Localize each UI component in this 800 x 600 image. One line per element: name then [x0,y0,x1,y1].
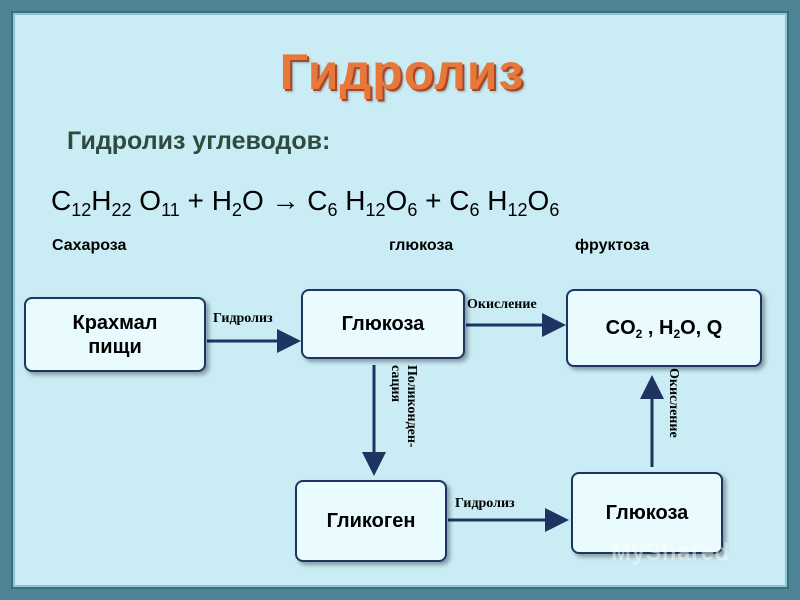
label-oxidation-top: Окисление [467,297,537,312]
starch-line2: пищи [88,335,142,358]
eq-sub: 6 [327,200,338,220]
eq-part: + H [179,185,232,216]
eq-sub: 12 [507,200,528,220]
eq-sub: 11 [161,200,180,220]
eq-sub: 22 [111,200,132,220]
eq-part: O [385,185,408,216]
eq-part: O → C [241,185,328,216]
eq-part: H [479,185,508,216]
box-glycogen: Гликоген [295,480,447,562]
products-rest: O, Q [680,317,723,339]
eq-part: O [527,185,550,216]
starch-line1: Крахмал [72,311,158,334]
eq-sub: 12 [71,200,92,220]
glucose-bottom-label: Глюкоза [605,502,689,524]
co-label: CO [605,317,636,339]
glucose-label: глюкоза [389,237,454,254]
co-sub: 2 [635,327,643,341]
eq-sub: 6 [469,200,480,220]
eq-sub: 12 [365,200,386,220]
glucose-top-label: Глюкоза [341,313,425,335]
hydrolysis-equation: C12H22 O11 + H2O → C6 H12O6 + C6 H12O6 [51,185,560,220]
subtitle: Гидролиз углеводов: [67,127,331,155]
h-sub: 2 [673,327,681,341]
slide-title: Гидролиз [279,44,525,100]
label-oxidation-right: Окисление [666,368,681,438]
label-polycondensation: Поликонден-сация [388,365,419,448]
box-products: CO2 , H2O, Q [566,289,762,367]
eq-sub: 6 [407,200,418,220]
label-hydrolysis-top: Гидролиз [213,311,273,326]
watermark: MyShared [611,539,730,566]
fructose-label: фруктоза [575,237,650,254]
eq-part: O [131,185,162,216]
eq-part: C [51,185,72,216]
products-sep: , H [642,317,674,339]
eq-part: H [91,185,112,216]
arrows-layer [207,313,664,532]
sucrose-label: Сахароза [52,237,127,254]
box-glucose-top: Глюкоза [301,289,465,359]
label-hydrolysis-bottom: Гидролиз [455,496,515,511]
glycogen-label: Гликоген [326,510,416,532]
box-glucose-bottom: Глюкоза [571,472,723,554]
eq-part: + C [417,185,470,216]
eq-sub: 2 [231,200,242,220]
eq-part: H [337,185,366,216]
slide: Гидролиз Гидролиз углеводов: C12H22 O11 … [13,13,787,587]
eq-sub: 6 [549,200,560,220]
